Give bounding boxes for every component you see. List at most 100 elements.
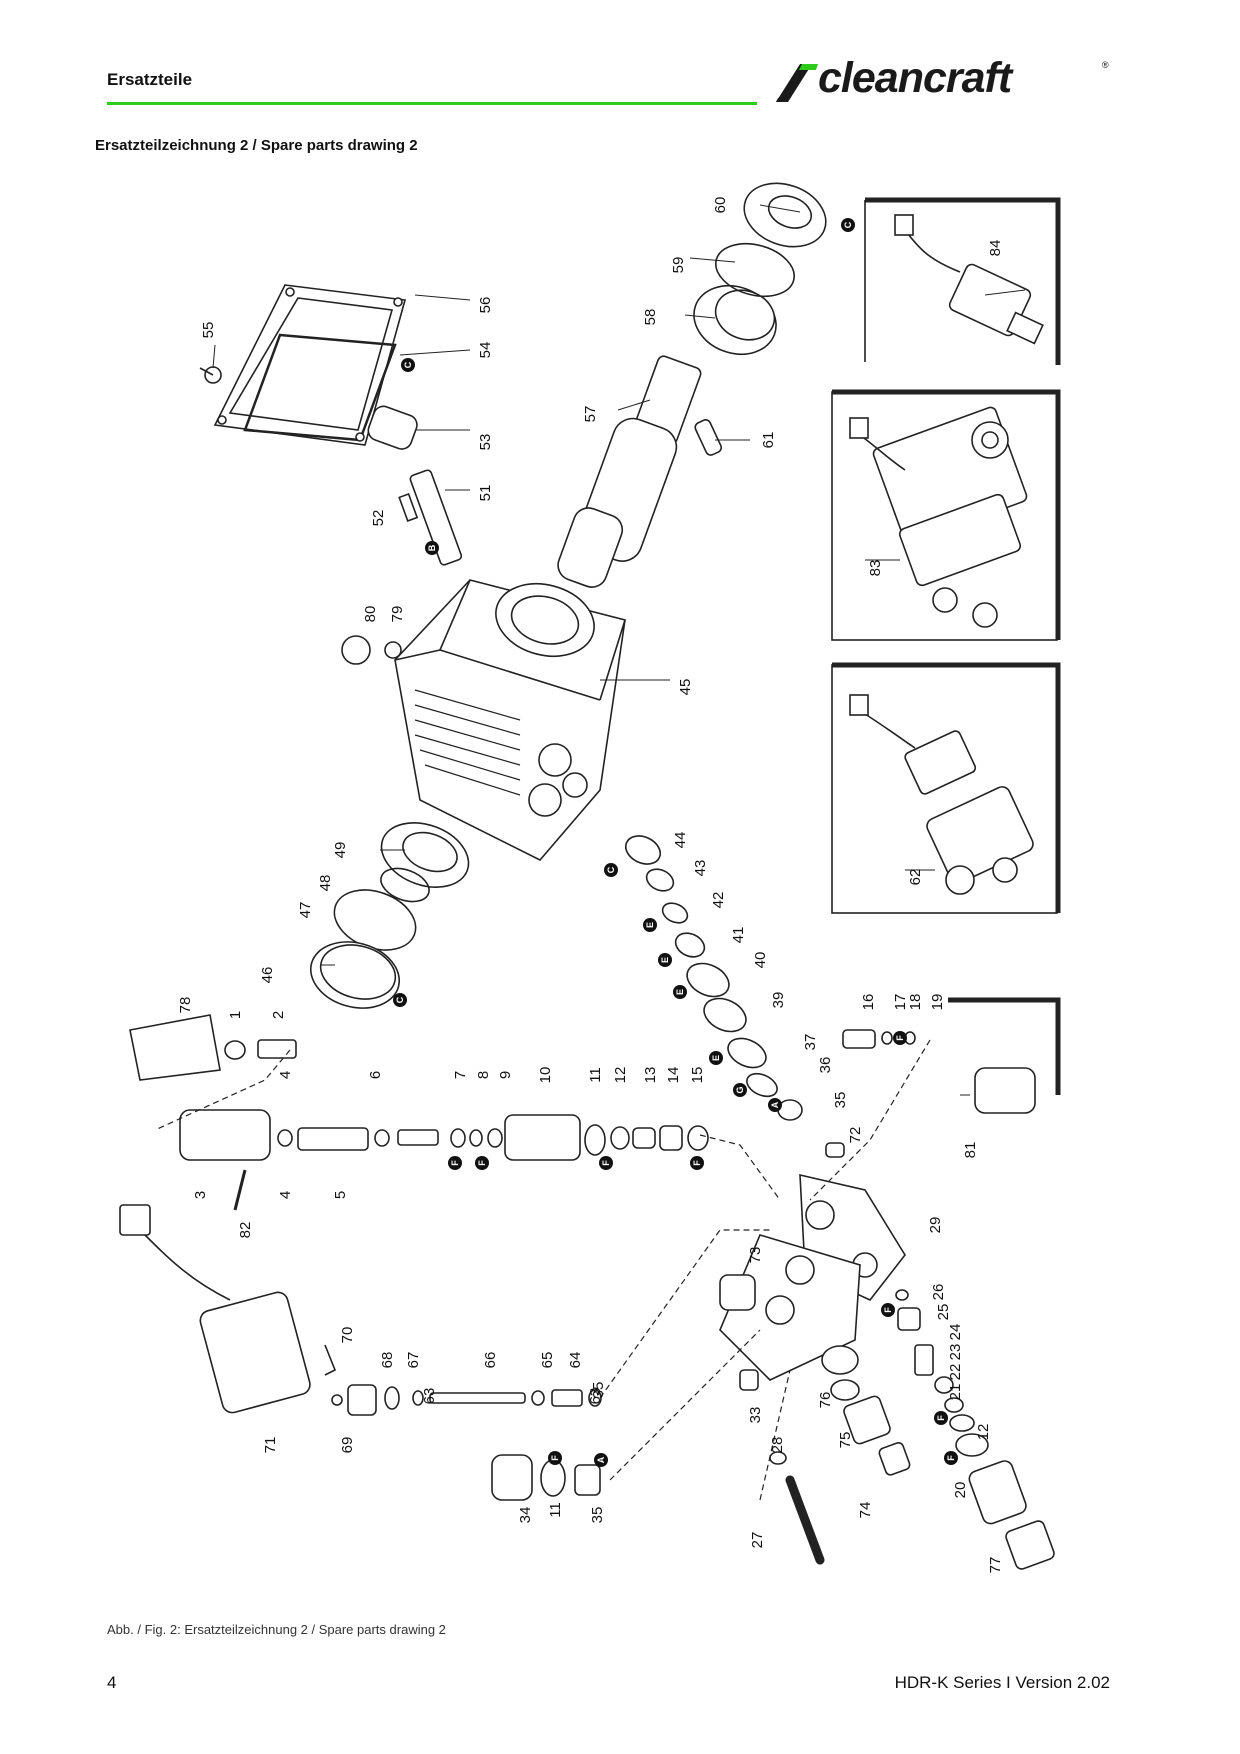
callout-marker-f: F bbox=[548, 1451, 562, 1465]
part-label-13: 13 bbox=[642, 1067, 659, 1084]
part-label-29: 29 bbox=[927, 1217, 944, 1234]
callout-marker-f: F bbox=[475, 1156, 489, 1170]
panel-81-frame bbox=[948, 997, 1061, 1095]
panel-62-frame bbox=[831, 662, 1061, 914]
svg-text:F: F bbox=[450, 1160, 460, 1166]
part-label-23: 23 bbox=[947, 1344, 964, 1361]
part-label-71: 71 bbox=[262, 1437, 279, 1454]
part-label-24: 24 bbox=[947, 1324, 964, 1341]
part-label-4: 4 bbox=[277, 1191, 294, 1199]
svg-text:F: F bbox=[550, 1455, 560, 1461]
svg-text:A: A bbox=[770, 1101, 780, 1108]
figure-caption: Abb. / Fig. 2: Ersatzteilzeichnung 2 / S… bbox=[107, 1622, 446, 1637]
part-57-crankshaft bbox=[557, 355, 702, 588]
part-label-83: 83 bbox=[867, 560, 884, 577]
part-label-79: 79 bbox=[389, 606, 406, 623]
part-56-cover bbox=[213, 284, 407, 446]
page-number: 4 bbox=[107, 1673, 117, 1692]
callout-marker-a: A bbox=[768, 1098, 782, 1112]
part-label-73: 73 bbox=[747, 1247, 764, 1264]
callout-marker-c: C bbox=[841, 218, 855, 232]
part-label-66: 66 bbox=[482, 1352, 499, 1369]
svg-text:F: F bbox=[601, 1160, 611, 1166]
callout-marker-e: E bbox=[658, 953, 672, 967]
svg-text:E: E bbox=[660, 957, 670, 963]
part-label-84: 84 bbox=[987, 240, 1004, 257]
part-label-12: 12 bbox=[612, 1067, 629, 1084]
callout-marker-e: E bbox=[673, 985, 687, 999]
part-label-47: 47 bbox=[297, 902, 314, 919]
part-label-54: 54 bbox=[477, 342, 494, 359]
part-label-5: 5 bbox=[332, 1191, 349, 1199]
part-45-housing bbox=[394, 579, 626, 861]
svg-text:F: F bbox=[477, 1160, 487, 1166]
logo-slash-icon bbox=[776, 64, 818, 102]
svg-text:F: F bbox=[946, 1455, 956, 1461]
part-label-67: 67 bbox=[405, 1352, 422, 1369]
part-label-61: 61 bbox=[760, 432, 777, 449]
part-label-36: 36 bbox=[817, 1057, 834, 1074]
part-label-43: 43 bbox=[692, 860, 709, 877]
part-label-75: 75 bbox=[837, 1432, 854, 1449]
svg-text:C: C bbox=[395, 996, 405, 1003]
part-label-68: 68 bbox=[379, 1352, 396, 1369]
svg-text:C: C bbox=[403, 361, 413, 368]
part-label-58: 58 bbox=[642, 309, 659, 326]
part-label-57: 57 bbox=[582, 406, 599, 423]
callout-marker-a: A bbox=[594, 1453, 608, 1467]
part-label-1: 1 bbox=[227, 1011, 244, 1019]
part-label-77: 77 bbox=[987, 1557, 1004, 1574]
part-label-2: 2 bbox=[270, 1011, 287, 1019]
header-section-title: Ersatzteile bbox=[107, 70, 193, 89]
part-label-10: 10 bbox=[537, 1067, 554, 1084]
callout-marker-f: F bbox=[599, 1156, 613, 1170]
part-label-25: 25 bbox=[935, 1304, 952, 1321]
part-label-76: 76 bbox=[817, 1392, 834, 1409]
part-label-74: 74 bbox=[857, 1502, 874, 1519]
part-label-80: 80 bbox=[362, 606, 379, 623]
part-label-17: 17 bbox=[892, 994, 909, 1011]
callout-marker-f: F bbox=[448, 1156, 462, 1170]
part-58-bearing bbox=[693, 285, 777, 355]
part-label-18: 18 bbox=[907, 994, 924, 1011]
callout-marker-b: B bbox=[425, 541, 439, 555]
part-29-manifold bbox=[719, 1173, 906, 1381]
logo-registered-mark: ® bbox=[1102, 60, 1109, 70]
part-label-8: 8 bbox=[475, 1071, 492, 1079]
svg-text:E: E bbox=[675, 989, 685, 995]
callout-marker-e: E bbox=[643, 918, 657, 932]
svg-text:A: A bbox=[596, 1456, 606, 1463]
part-label-55: 55 bbox=[200, 322, 217, 339]
part-label-42: 42 bbox=[710, 892, 727, 909]
part-label-20: 20 bbox=[952, 1482, 969, 1499]
footer-document-version: HDR-K Series I Version 2.02 bbox=[894, 1673, 1110, 1692]
part-label-9: 9 bbox=[497, 1071, 514, 1079]
callout-marker-f: F bbox=[690, 1156, 704, 1170]
part-label-19: 19 bbox=[929, 994, 946, 1011]
svg-text:C: C bbox=[843, 221, 853, 228]
svg-text:F: F bbox=[895, 1035, 905, 1041]
header-accent-rule bbox=[107, 102, 757, 105]
part-label-70: 70 bbox=[339, 1327, 356, 1344]
part-label-28: 28 bbox=[769, 1437, 786, 1454]
part-label-37: 37 bbox=[802, 1034, 819, 1051]
callout-marker-f: F bbox=[881, 1303, 895, 1317]
part-label-81: 81 bbox=[962, 1142, 979, 1159]
part-label-51: 51 bbox=[477, 485, 494, 502]
callout-marker-f: F bbox=[944, 1451, 958, 1465]
part-label-16: 16 bbox=[860, 994, 877, 1011]
part-label-6: 6 bbox=[367, 1071, 384, 1079]
part-label-82: 82 bbox=[237, 1222, 254, 1239]
drawing-title: Ersatzteilzeichnung 2 / Spare parts draw… bbox=[95, 137, 418, 154]
part-label-21: 21 bbox=[947, 1384, 964, 1401]
svg-text:G: G bbox=[735, 1086, 745, 1093]
callout-marker-c: C bbox=[401, 358, 415, 372]
part-label-40: 40 bbox=[752, 952, 769, 969]
part-label-15: 15 bbox=[689, 1067, 706, 1084]
part-label-22: 22 bbox=[947, 1364, 964, 1381]
part-label-14: 14 bbox=[665, 1067, 682, 1084]
callout-marker-f: F bbox=[893, 1031, 907, 1045]
